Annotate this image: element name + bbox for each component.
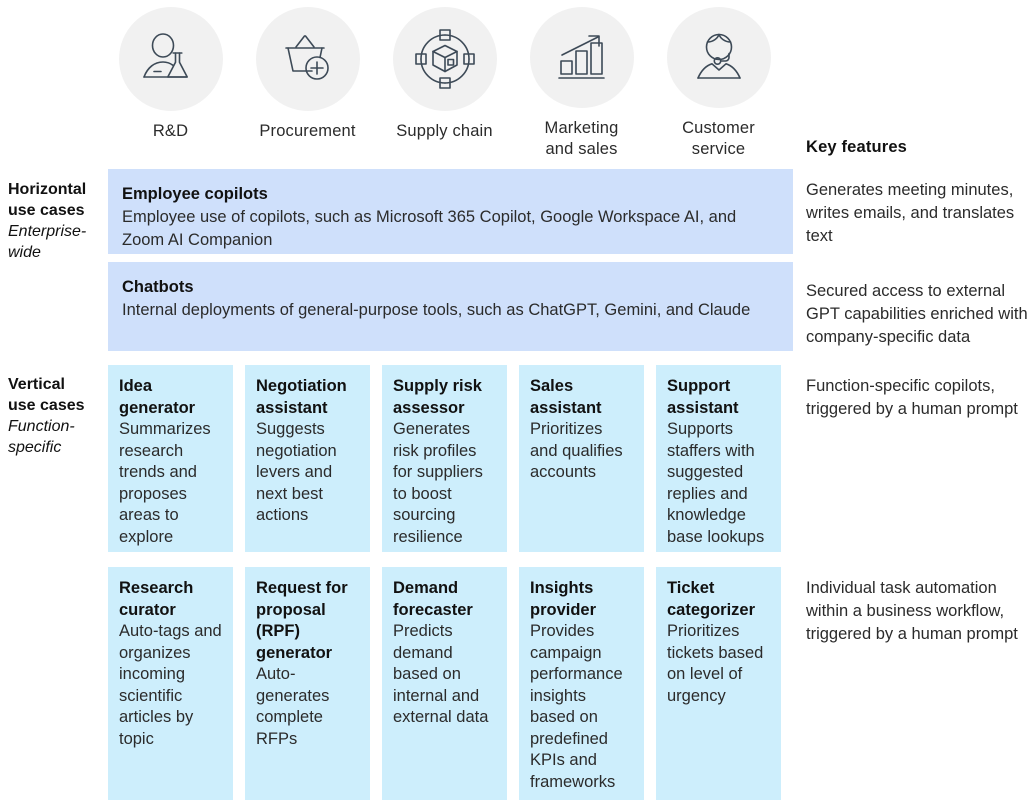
card-support-assistant[interactable]: Support assistant Supports staffers with… [656,365,781,552]
function-header-customer-service: Customer service [656,0,781,160]
vertical-card-row-copilots: Idea generator Summarizes research trend… [108,365,793,552]
card-title: Negotiation assistant [256,377,347,417]
row-label-horizontal: Horizontal use cases Enterprise- wide [8,179,104,263]
vertical-card-row-automation: Research curator Auto-tags and organizes… [108,567,793,800]
headset-agent-icon [666,7,771,108]
card-sales-assistant[interactable]: Sales assistant Prioritizes and qualifie… [519,365,644,552]
card-description: Suggests negotiation levers and next bes… [256,420,337,524]
band-employee-copilots[interactable]: Employee copilots Employee use of copilo… [108,169,793,254]
function-header-label: Customer service [682,119,755,158]
band-title: Chatbots [122,278,194,296]
card-description: Prioritizes tickets based on level of ur… [667,622,764,705]
key-feature-chatbots: Secured access to external GPT capabilit… [806,282,1028,346]
card-description: Summarizes research trends and proposes … [119,420,211,546]
card-description: Auto-tags and organizes incoming scienti… [119,622,222,748]
row-label-horizontal-strong: Horizontal use cases [8,181,87,219]
function-header-label: Supply chain [396,122,493,140]
card-rfp-generator[interactable]: Request for proposal (RPF) generator Aut… [245,567,370,800]
basket-plus-icon [255,7,360,111]
card-demand-forecaster[interactable]: Demand forecaster Predicts demand based … [382,567,507,800]
row-label-vertical-italic: Function- specific [8,418,75,456]
card-title: Demand forecaster [393,579,473,619]
card-insights-provider[interactable]: Insights provider Provides campaign perf… [519,567,644,800]
card-title: Supply risk assessor [393,377,482,417]
row-label-vertical: Vertical use cases Function- specific [8,374,104,458]
box-network-icon [392,7,497,111]
card-title: Research curator [119,579,194,619]
key-feature-vertical-automation: Individual task automation within a busi… [806,579,1018,643]
key-feature-employee-copilots: Generates meeting minutes, writes emails… [806,181,1015,245]
card-title: Idea generator [119,377,196,417]
function-header-marketing-sales: Marketing and sales [519,0,644,160]
card-negotiation-assistant[interactable]: Negotiation assistant Suggests negotiati… [245,365,370,552]
card-description: Predicts demand based on internal and ex… [393,622,489,726]
card-research-curator[interactable]: Research curator Auto-tags and organizes… [108,567,233,800]
function-header-label: Marketing and sales [544,119,619,158]
function-header-procurement: Procurement [245,0,370,160]
function-header-label: R&D [152,122,189,140]
card-description: Supports staffers with suggested replies… [667,420,765,546]
function-header-row: R&D Procurement [108,0,793,160]
card-description: Auto-generates complete RFPs [256,665,330,748]
band-chatbots[interactable]: Chatbots Internal deployments of general… [108,262,793,351]
card-title: Insights provider [530,579,597,619]
band-description: Employee use of copilots, such as Micros… [122,208,737,249]
bar-chart-arrow-icon [529,7,634,108]
row-label-horizontal-italic: Enterprise- wide [8,223,87,261]
card-description: Prioritizes and qualifies accounts [530,420,623,481]
key-features-header: Key features [806,138,908,156]
row-label-vertical-strong: Vertical use cases [8,376,85,414]
function-header-supply-chain: Supply chain [382,0,507,160]
card-title: Ticket categorizer [667,579,756,619]
band-title: Employee copilots [122,185,268,203]
band-description: Internal deployments of general-purpose … [122,301,751,319]
scientist-flask-icon [118,7,223,111]
card-title: Sales assistant [530,377,602,417]
card-title: Request for proposal (RPF) generator [256,579,348,662]
card-description: Provides campaign performance insights b… [530,622,623,791]
function-header-label: Procurement [259,122,356,140]
card-supply-risk-assessor[interactable]: Supply risk assessor Generates risk prof… [382,365,507,552]
card-description: Generates risk profiles for suppliers to… [393,420,483,546]
card-idea-generator[interactable]: Idea generator Summarizes research trend… [108,365,233,552]
card-title: Support assistant [667,377,739,417]
function-header-rd: R&D [108,0,233,160]
card-ticket-categorizer[interactable]: Ticket categorizer Prioritizes tickets b… [656,567,781,800]
key-feature-vertical-copilots: Function-specific copilots, triggered by… [806,377,1018,418]
